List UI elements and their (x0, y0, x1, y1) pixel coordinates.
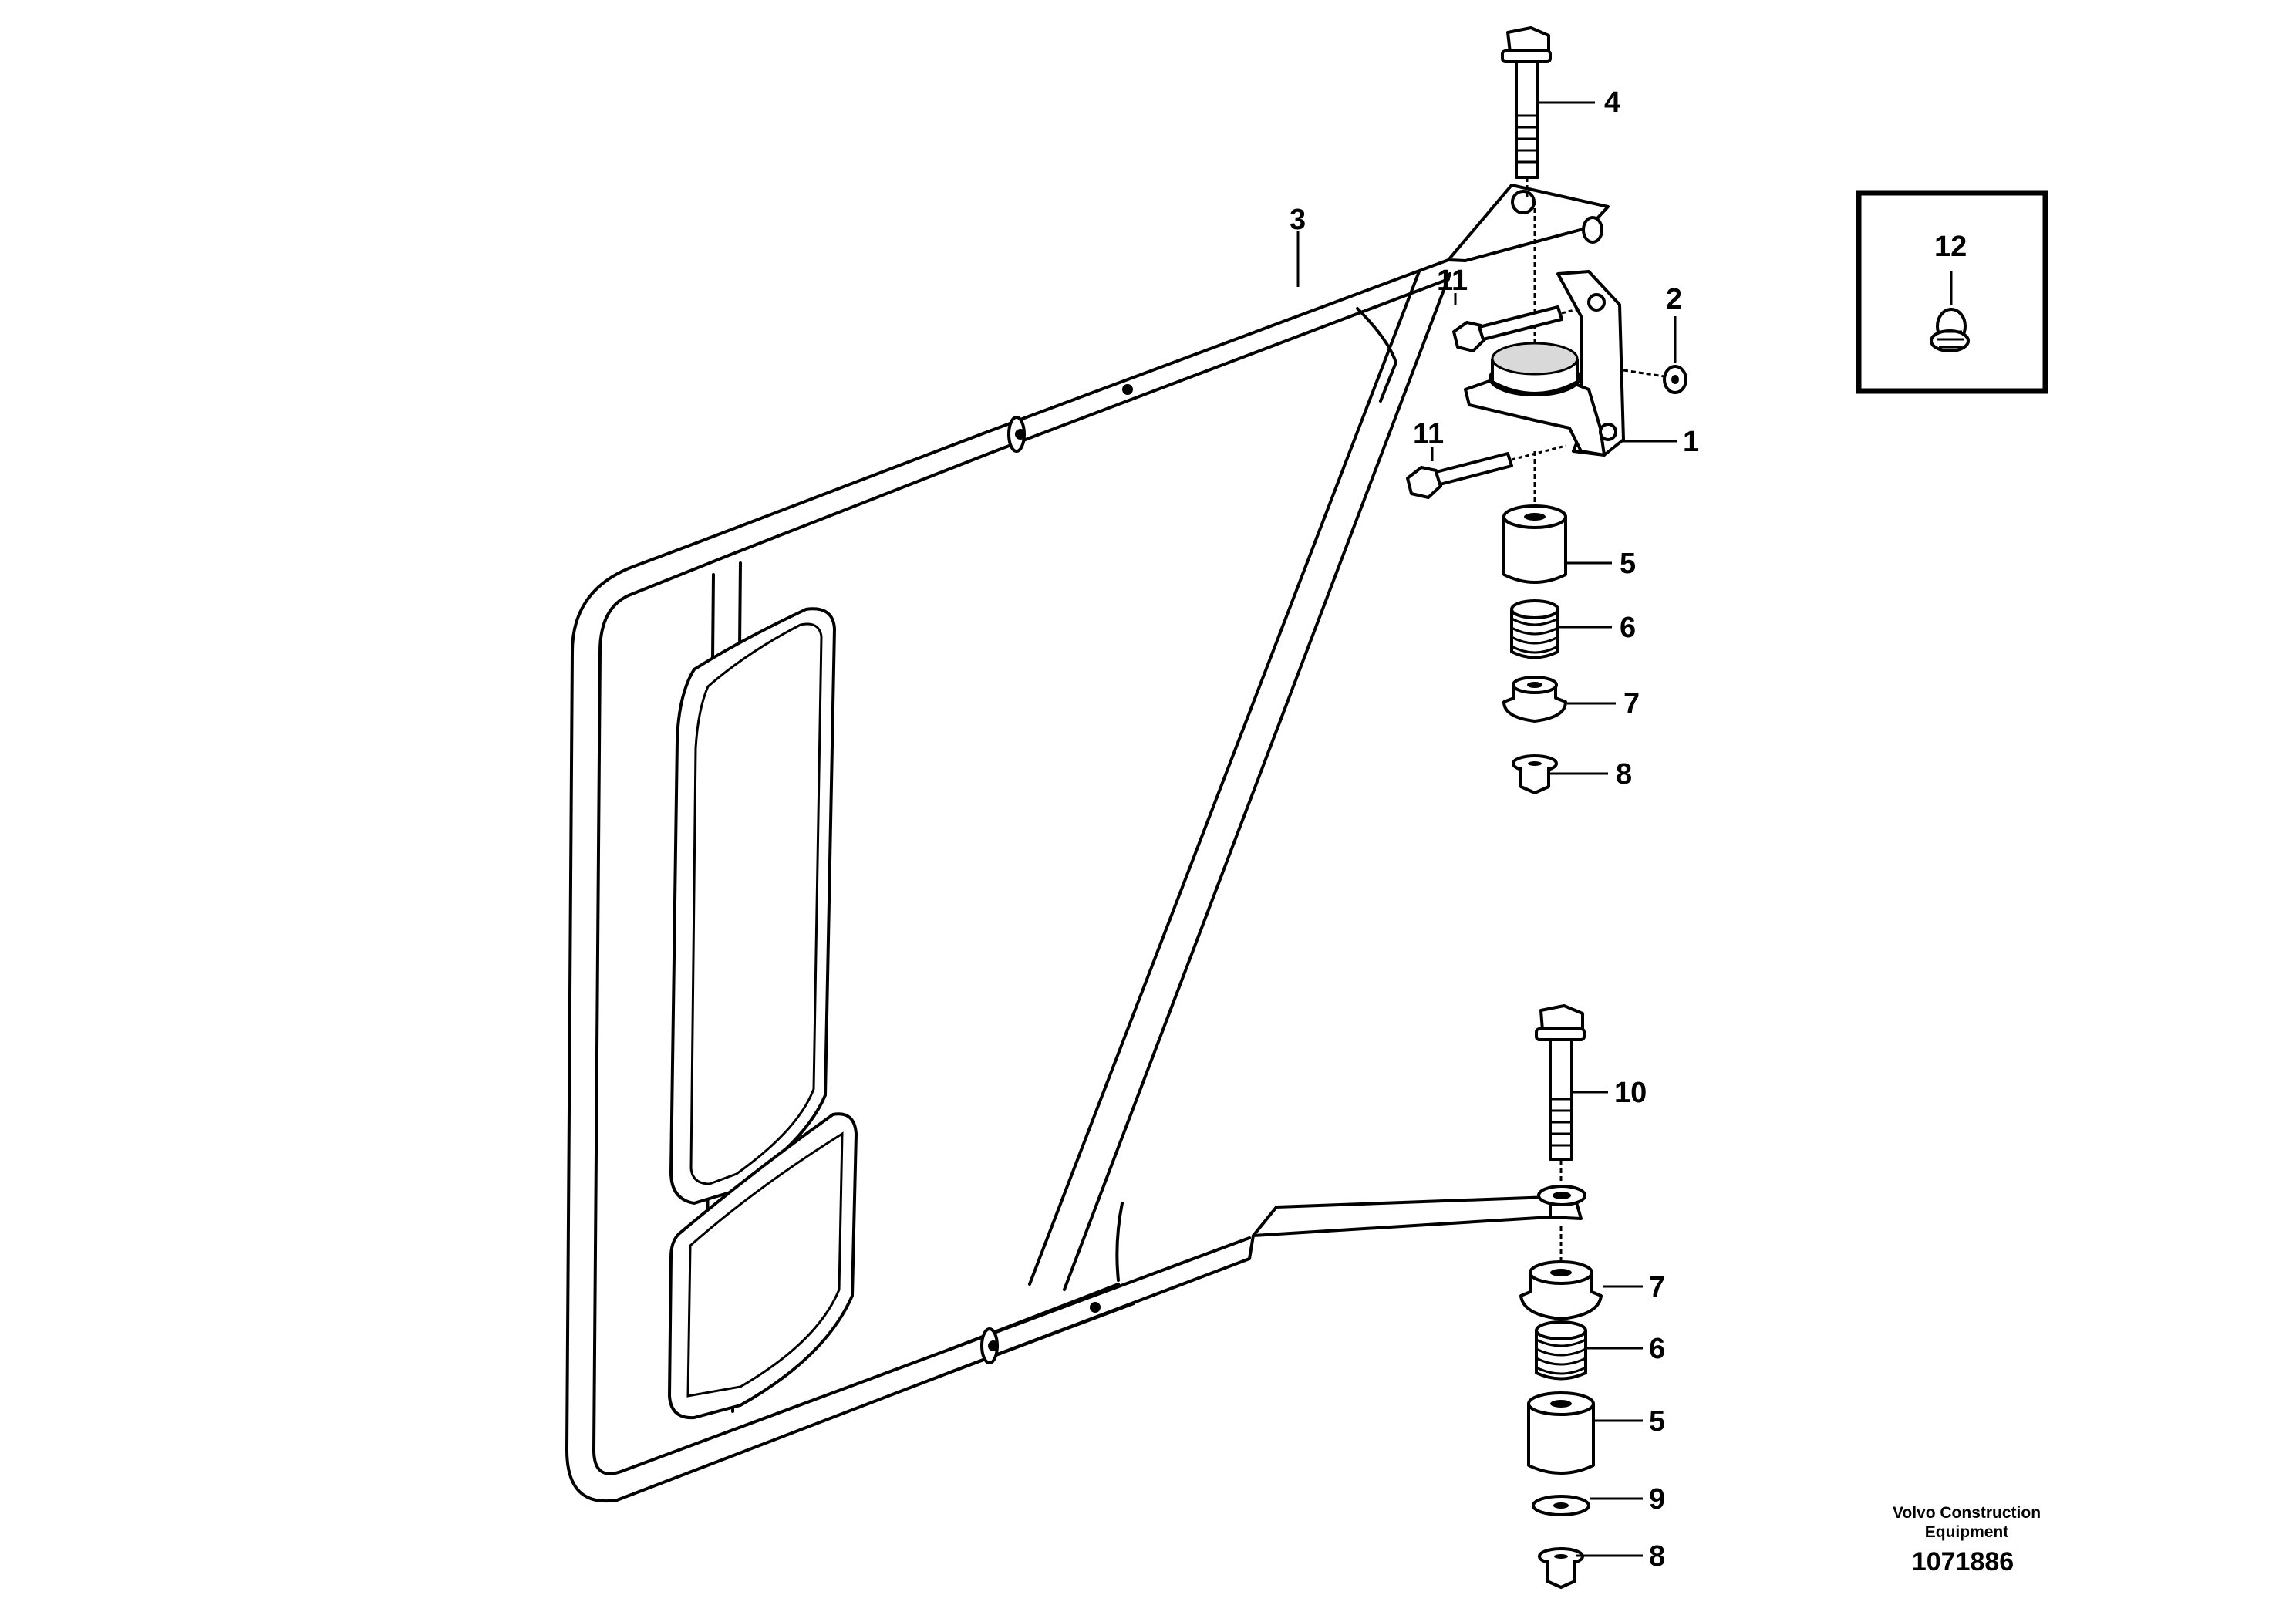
callout-7-lower: 7 (1649, 1271, 1665, 1303)
clip-nut-12-icon (1930, 271, 1970, 352)
washer-9-icon (1532, 1495, 1590, 1516)
bolt-11-lower-icon (1406, 444, 1566, 499)
callout-9: 9 (1649, 1483, 1665, 1516)
mirror-bracket-1-icon (1464, 201, 1625, 509)
flange-bushing-7-upper-icon (1502, 676, 1567, 723)
nut-8-upper-icon (1512, 754, 1558, 794)
callout-5-upper: 5 (1620, 548, 1636, 580)
callout-12: 12 (1934, 231, 1967, 263)
bushing-5-lower-icon (1527, 1391, 1595, 1475)
callout-8-lower: 8 (1649, 1540, 1665, 1573)
callout-10: 10 (1614, 1077, 1647, 1109)
bolt-11-upper-icon (1452, 305, 1582, 352)
callout-5-lower: 5 (1649, 1405, 1665, 1438)
wide-angle-mirror (668, 1112, 858, 1420)
callout-11-upper: 11 (1437, 265, 1468, 297)
callout-3: 3 (1290, 204, 1306, 236)
callout-4: 4 (1604, 86, 1620, 119)
callout-6-upper: 6 (1620, 612, 1636, 644)
main-mirror (669, 607, 836, 1205)
bolt-4-icon (1501, 26, 1552, 201)
drawing-number: 1071886 (1912, 1547, 2014, 1576)
brand-line-1: Volvo Construction (1893, 1504, 2041, 1522)
callout-8-upper: 8 (1616, 758, 1632, 791)
washer-2-icon (1623, 365, 1687, 394)
brand-line-2: Equipment (1925, 1523, 2009, 1541)
spring-6-upper-icon (1510, 599, 1559, 659)
bolt-10-icon (1535, 1004, 1586, 1265)
nut-8-lower-icon (1538, 1547, 1584, 1589)
flange-bushing-7-lower-icon (1519, 1260, 1603, 1320)
callout-11-lower: 11 (1413, 418, 1444, 450)
callout-7-upper: 7 (1623, 688, 1640, 720)
bushing-5-upper-icon (1502, 504, 1567, 584)
callout-2: 2 (1666, 283, 1682, 315)
callout-1: 1 (1683, 426, 1699, 458)
inset-box-12 (1856, 190, 2048, 394)
leader-lines (1296, 101, 1677, 1557)
spring-6-lower-icon (1535, 1320, 1587, 1381)
callout-6-lower: 6 (1649, 1333, 1665, 1365)
